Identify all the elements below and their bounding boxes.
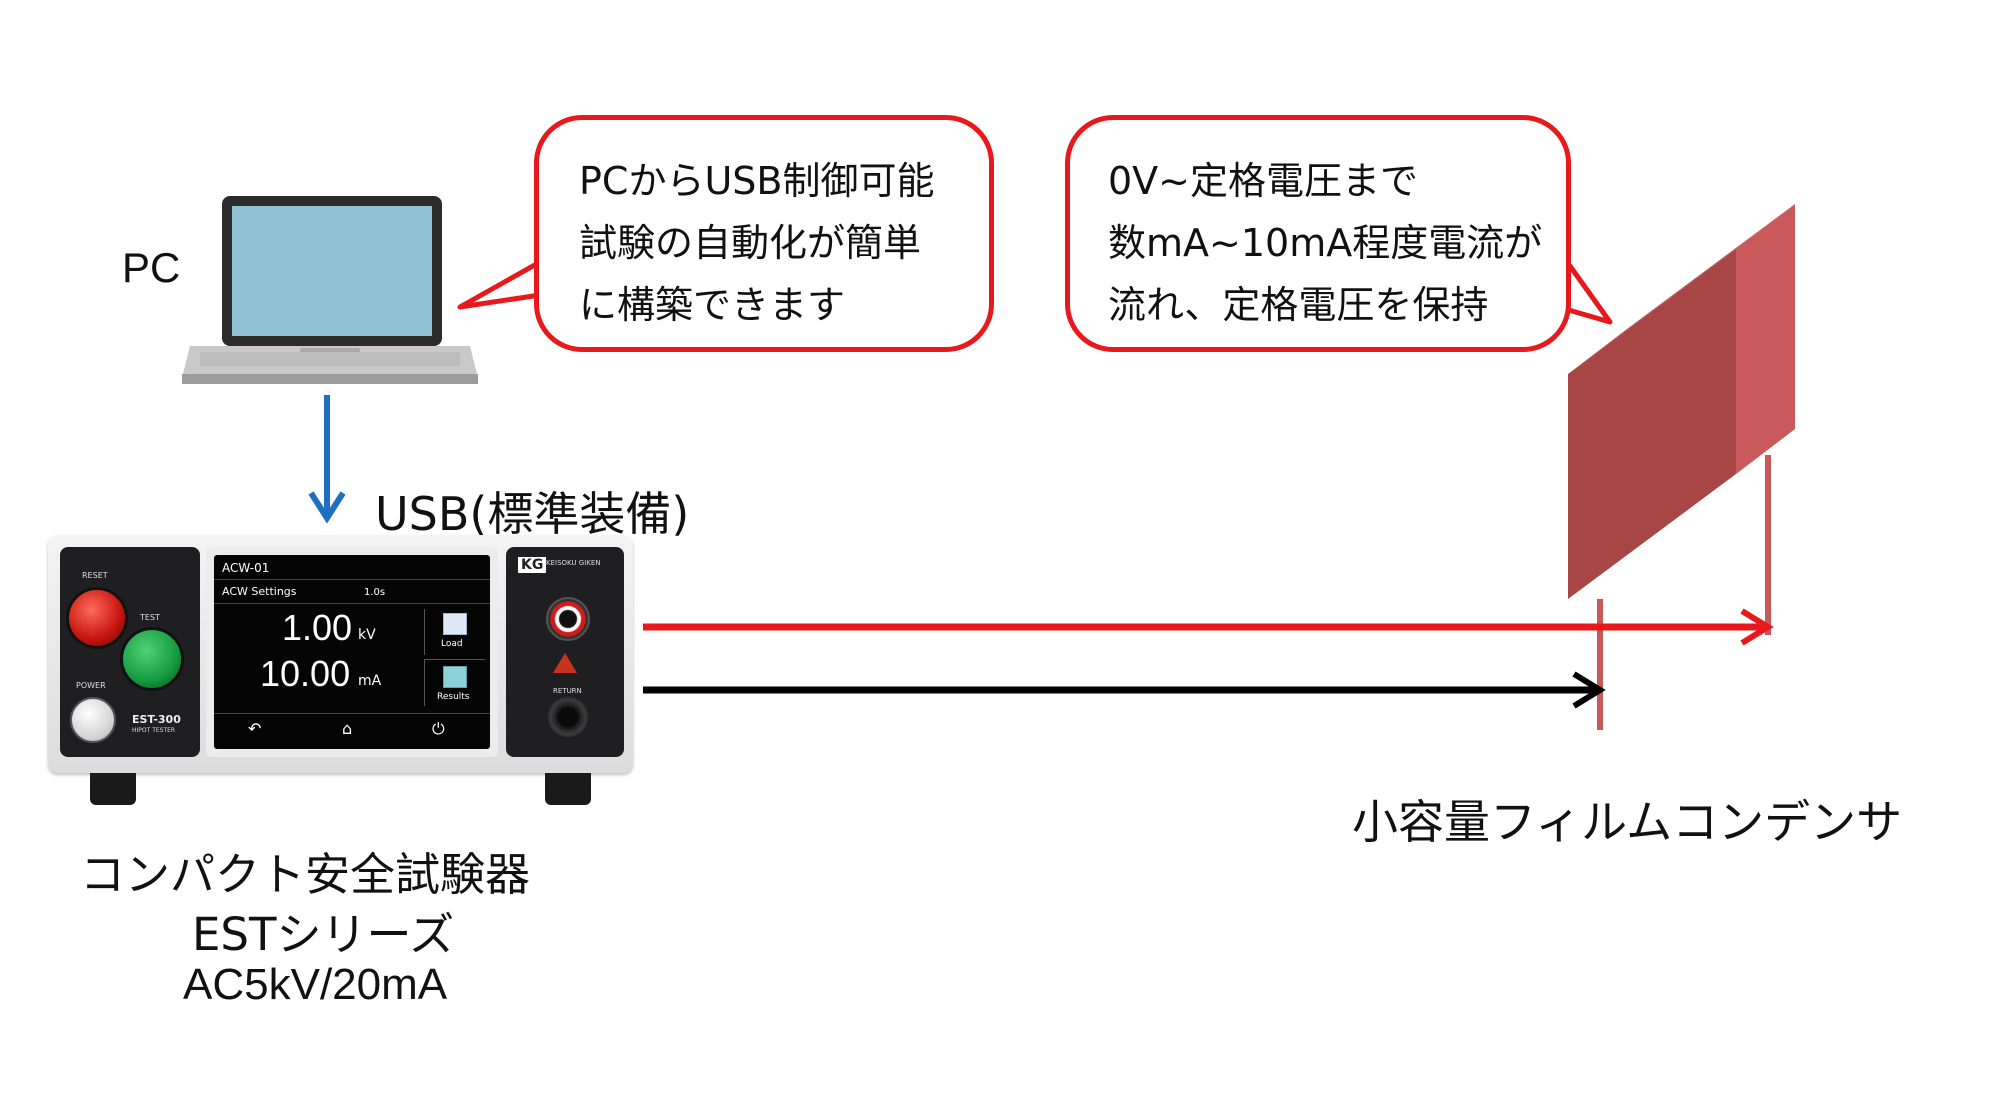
power-button[interactable] [70,697,116,743]
bubble-left-tail [457,259,543,310]
laptop-icon [182,196,478,384]
reset-button[interactable] [66,587,128,649]
bubble-left: PCからUSB制御可能 試験の自動化が簡単 に構築できます [534,115,994,352]
return-label: RETURN [553,687,582,695]
bubble-left-line-1: PCからUSB制御可能 [579,159,935,203]
home-icon[interactable]: ⌂ [342,719,353,738]
power-icon[interactable]: ⏻ [432,719,445,738]
bubble-left-line-3: に構築できます [579,283,846,327]
results-icon [443,666,467,688]
current-unit: mA [358,673,382,689]
pc-label: PC [122,244,181,291]
screen-divider-2 [214,603,490,604]
capacitor-label: 小容量フィルムコンデンサ [1352,795,1903,849]
reset-label: RESET [82,571,108,580]
results-label: Results [437,692,470,702]
tester-foot-right [545,773,591,805]
load-label: Load [441,639,463,649]
safety-tester: RESET TEST POWER EST-300 HIPOT TESTER AC… [48,535,633,773]
screen-title: ACW-01 [222,561,270,575]
bubble-left-line-2: 試験の自動化が簡単 [579,221,922,265]
hv-terminal[interactable] [546,597,590,641]
tester-foot-left [90,773,136,805]
return-wire [643,671,1606,709]
tester-series-label: ESTシリーズ [192,908,455,961]
return-terminal[interactable] [548,697,588,737]
test-button[interactable] [120,627,184,691]
tester-spec-label: AC5kV/20mA [183,960,448,1009]
bubble-right-line-1: 0V~定格電圧まで [1108,159,1419,203]
bubble-right-line-2: 数mA~10mA程度電流が [1108,221,1543,265]
model-label: EST-300 [132,713,181,726]
voltage-value: 1.00 [282,607,353,648]
screen-time: 1.0s [364,587,386,598]
screen-divider [214,579,490,580]
power-label: POWER [76,681,106,690]
film-capacitor [1568,204,1795,730]
back-icon[interactable]: ↶ [248,719,262,738]
tester-name-label: コンパクト安全試験器 [80,848,531,901]
screen-subtitle: ACW Settings [222,585,297,598]
screen-divider-3 [214,713,490,714]
brand-logo: KG [518,557,547,573]
results-button[interactable]: Results [424,659,485,706]
load-icon [443,613,467,635]
load-button[interactable]: Load [424,609,485,655]
voltage-unit: kV [358,627,376,643]
usb-label: USB(標準装備) [375,487,690,541]
test-label: TEST [140,613,160,622]
current-value: 10.00 [260,653,351,694]
bubble-right-line-3: 流れ、定格電圧を保持 [1108,283,1489,327]
tester-screen: ACW-01 ACW Settings 1.0s 1.00 kV 10.00 m… [214,555,490,749]
hv-wire [643,608,1774,646]
bubble-right: 0V~定格電圧まで 数mA~10mA程度電流が 流れ、定格電圧を保持 [1065,115,1571,352]
brand-name: KEISOKU GIKEN [546,559,601,567]
warning-icon [553,653,577,673]
model-sub-label: HIPOT TESTER [132,727,176,734]
usb-arrow [308,395,346,524]
